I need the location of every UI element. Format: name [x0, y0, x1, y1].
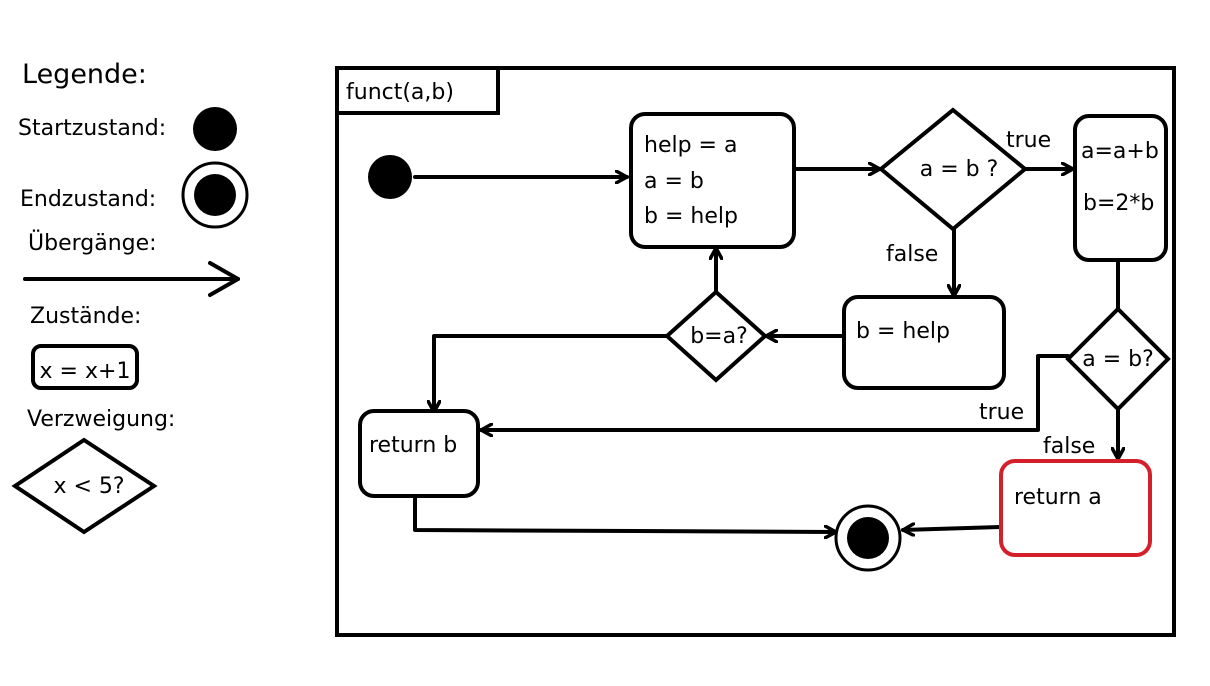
edge-label-cond3-true: true [979, 400, 1024, 425]
state-return-b [358, 409, 480, 498]
edge-label-cond1-false: false [886, 242, 938, 267]
legend-end-node-dot [194, 174, 236, 216]
frame-title: funct(a,b) [346, 80, 454, 105]
edge-label-cond1-true: true [1006, 128, 1051, 153]
edge-return-b-to-end [413, 494, 838, 532]
decision-cond2 [664, 289, 768, 383]
edges [413, 169, 1118, 532]
legend-state-box [31, 344, 139, 390]
legend-branch-example: x < 5? [53, 474, 124, 499]
diagram-frame: funct(a,b) [335, 66, 1176, 637]
state-swap-line-2: a = b [644, 169, 704, 194]
decision-cond1-label: a = b ? [920, 157, 999, 182]
legend-start-node [193, 107, 237, 151]
state-return-b-label: return b [369, 433, 457, 458]
decision-cond1 [877, 107, 1029, 232]
state-bhelp [842, 295, 1006, 390]
state-update-line-2: b=2*b [1083, 191, 1154, 216]
legend-title: Legende: [22, 59, 147, 90]
legend: Legende: Startzustand: Endzustand: Überg… [11, 59, 249, 535]
edge-cond3-to-return-b [479, 354, 1070, 430]
state-swap-line-1: help = a [644, 133, 737, 158]
end-node-dot [847, 517, 889, 559]
state-return-a [999, 459, 1152, 557]
start-node [368, 155, 412, 199]
frame-title-tab [337, 68, 500, 115]
decision-cond3-label: a = b? [1082, 347, 1154, 372]
state-swap [629, 112, 796, 249]
decision-cond2-label: b=a? [690, 324, 748, 349]
legend-states-label: Zustände: [30, 304, 141, 329]
edge-cond2-to-return-b [434, 334, 668, 414]
legend-start-label: Startzustand: [18, 116, 166, 141]
legend-branch-label: Verzweigung: [27, 407, 175, 432]
legend-branch-diamond [11, 437, 158, 535]
state-update-line-1: a=a+b [1081, 139, 1159, 164]
legend-transitions-label: Übergänge: [28, 230, 157, 256]
legend-end-label: Endzustand: [20, 187, 156, 212]
state-update [1073, 114, 1168, 262]
edge-label-cond3-false: false [1043, 434, 1095, 459]
state-swap-line-3: b = help [644, 204, 738, 229]
nodes: help = a a = b b = help a = b ? a=a+b b=… [358, 107, 1171, 572]
state-bhelp-label: b = help [856, 319, 950, 344]
legend-transition-arrowhead [208, 261, 240, 297]
edge-labels: true false true false [886, 128, 1095, 459]
decision-cond3 [1065, 306, 1171, 412]
legend-state-example: x = x+1 [40, 359, 131, 384]
edge-return-a-to-end [901, 527, 1002, 530]
state-return-a-label: return a [1014, 485, 1102, 510]
frame-border [335, 66, 1176, 637]
